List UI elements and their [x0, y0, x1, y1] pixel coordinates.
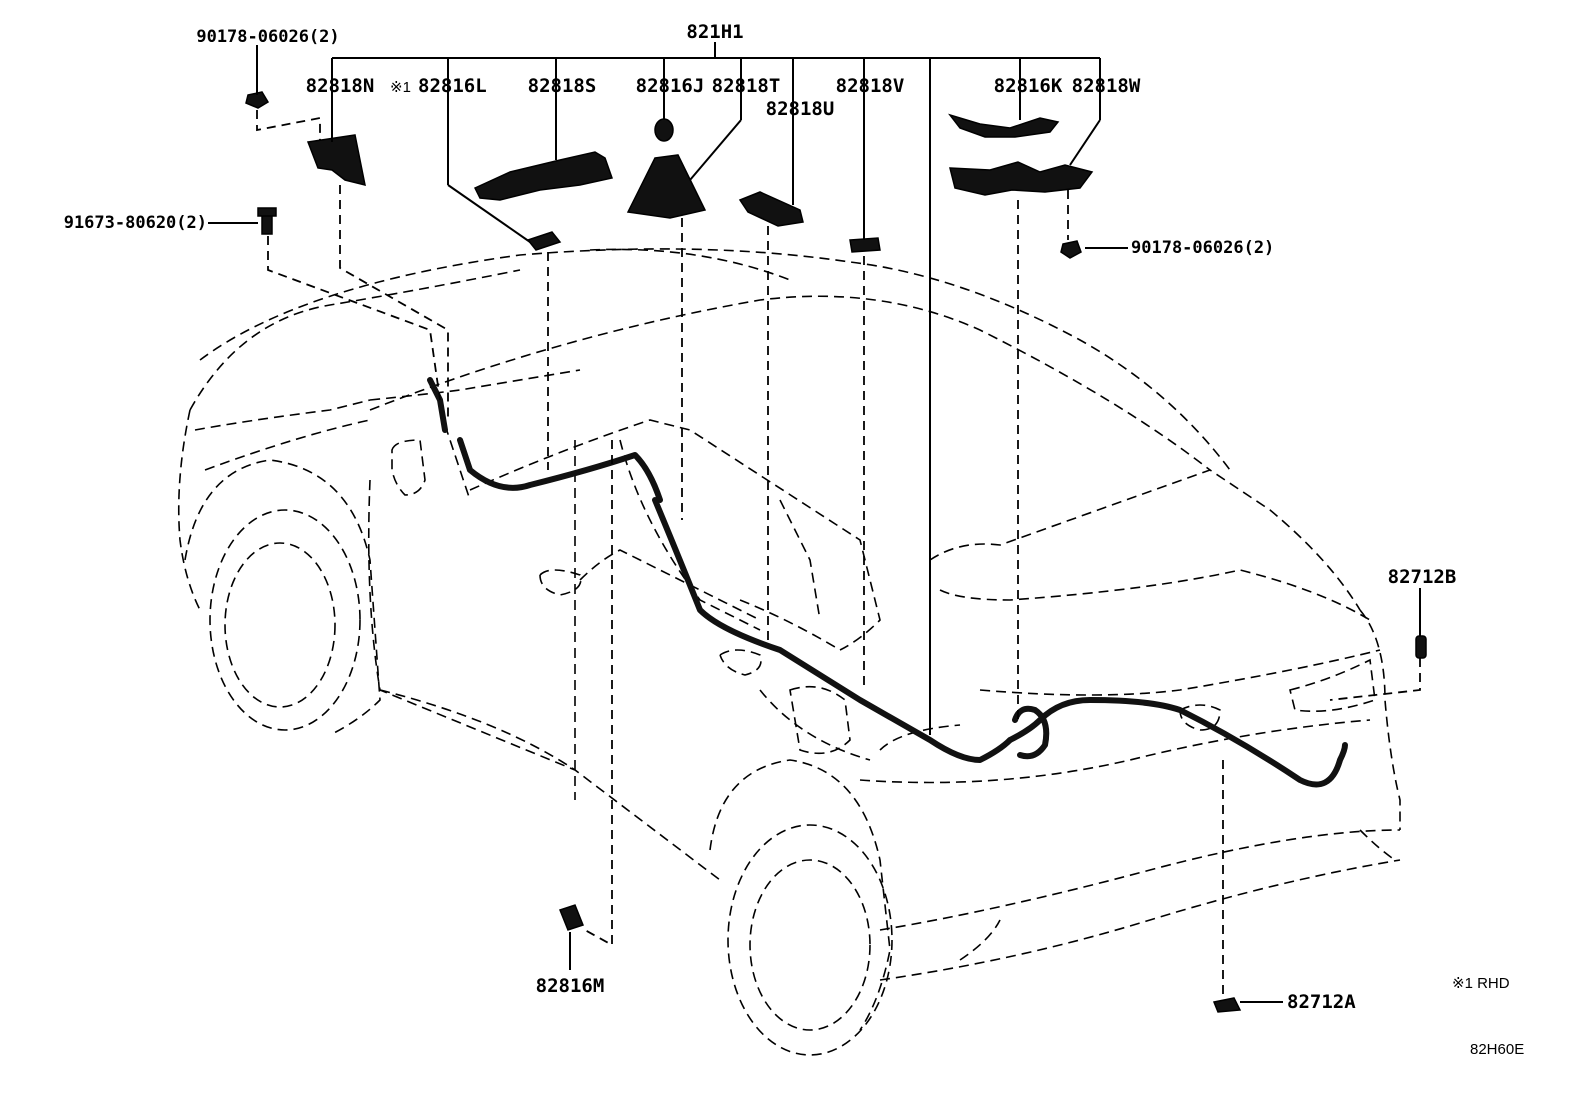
label-82818N: 82818N: [306, 75, 375, 97]
label-82816J: 82816J: [636, 75, 705, 97]
harness-routes: [427, 377, 1348, 788]
label-82818T: 82818T: [712, 75, 781, 97]
label-82818V: 82818V: [836, 75, 905, 97]
label-821H1: 821H1: [686, 21, 743, 43]
vehicle-outline: [177, 248, 1401, 1056]
label-82816L: 82816L: [418, 75, 487, 97]
bolt-left-shape: [261, 213, 273, 235]
part-82818W-shape: [949, 161, 1094, 196]
rhd-note: ※1 RHD: [1452, 975, 1510, 992]
label-82712B: 82712B: [1388, 566, 1457, 588]
figure-code: 82H60E: [1470, 1041, 1524, 1058]
part-82712A-shape: [1212, 997, 1242, 1013]
label-82816K: 82816K: [994, 75, 1063, 97]
part-82818V-shape: [849, 237, 881, 253]
part-82816J-shape: [654, 118, 674, 142]
label-82818W: 82818W: [1072, 75, 1141, 97]
nut-top-left-shape: [245, 91, 270, 109]
harness-back-door: [1007, 697, 1348, 788]
bolt-head-shape: [257, 207, 277, 217]
label-82818U: 82818U: [766, 98, 835, 120]
harness-loop: [1012, 705, 1050, 760]
harness-a-pillar: [427, 377, 448, 433]
parts: [245, 91, 1427, 1013]
label-nut-top-left: 90178-06026(2): [196, 27, 339, 47]
part-82818N-shape: [306, 134, 366, 187]
nut-right-shape: [1060, 240, 1082, 259]
part-82816M-shape: [559, 904, 584, 931]
label-82818S: 82818S: [528, 75, 597, 97]
leader-lines: [208, 42, 1421, 1003]
part-82818S-shape: [473, 151, 613, 201]
label-82816M: 82816M: [536, 975, 605, 997]
part-82818U-shape: [738, 191, 804, 227]
labels: 821H1 90178-06026(2) 91673-80620(2) 8281…: [64, 21, 1525, 1058]
part-82818T-shape: [626, 154, 707, 219]
harness-rear-door: [652, 497, 1013, 763]
label-82712A: 82712A: [1287, 991, 1356, 1013]
label-nut-right: 90178-06026(2): [1131, 238, 1274, 258]
part-82816L-shape: [526, 231, 562, 251]
label-rhd-mark: ※1: [390, 79, 411, 96]
part-82712B-shape: [1415, 635, 1427, 659]
label-bolt-left: 91673-80620(2): [64, 213, 207, 233]
harness-front-door: [457, 437, 663, 503]
part-82816K-shape: [947, 113, 1060, 138]
